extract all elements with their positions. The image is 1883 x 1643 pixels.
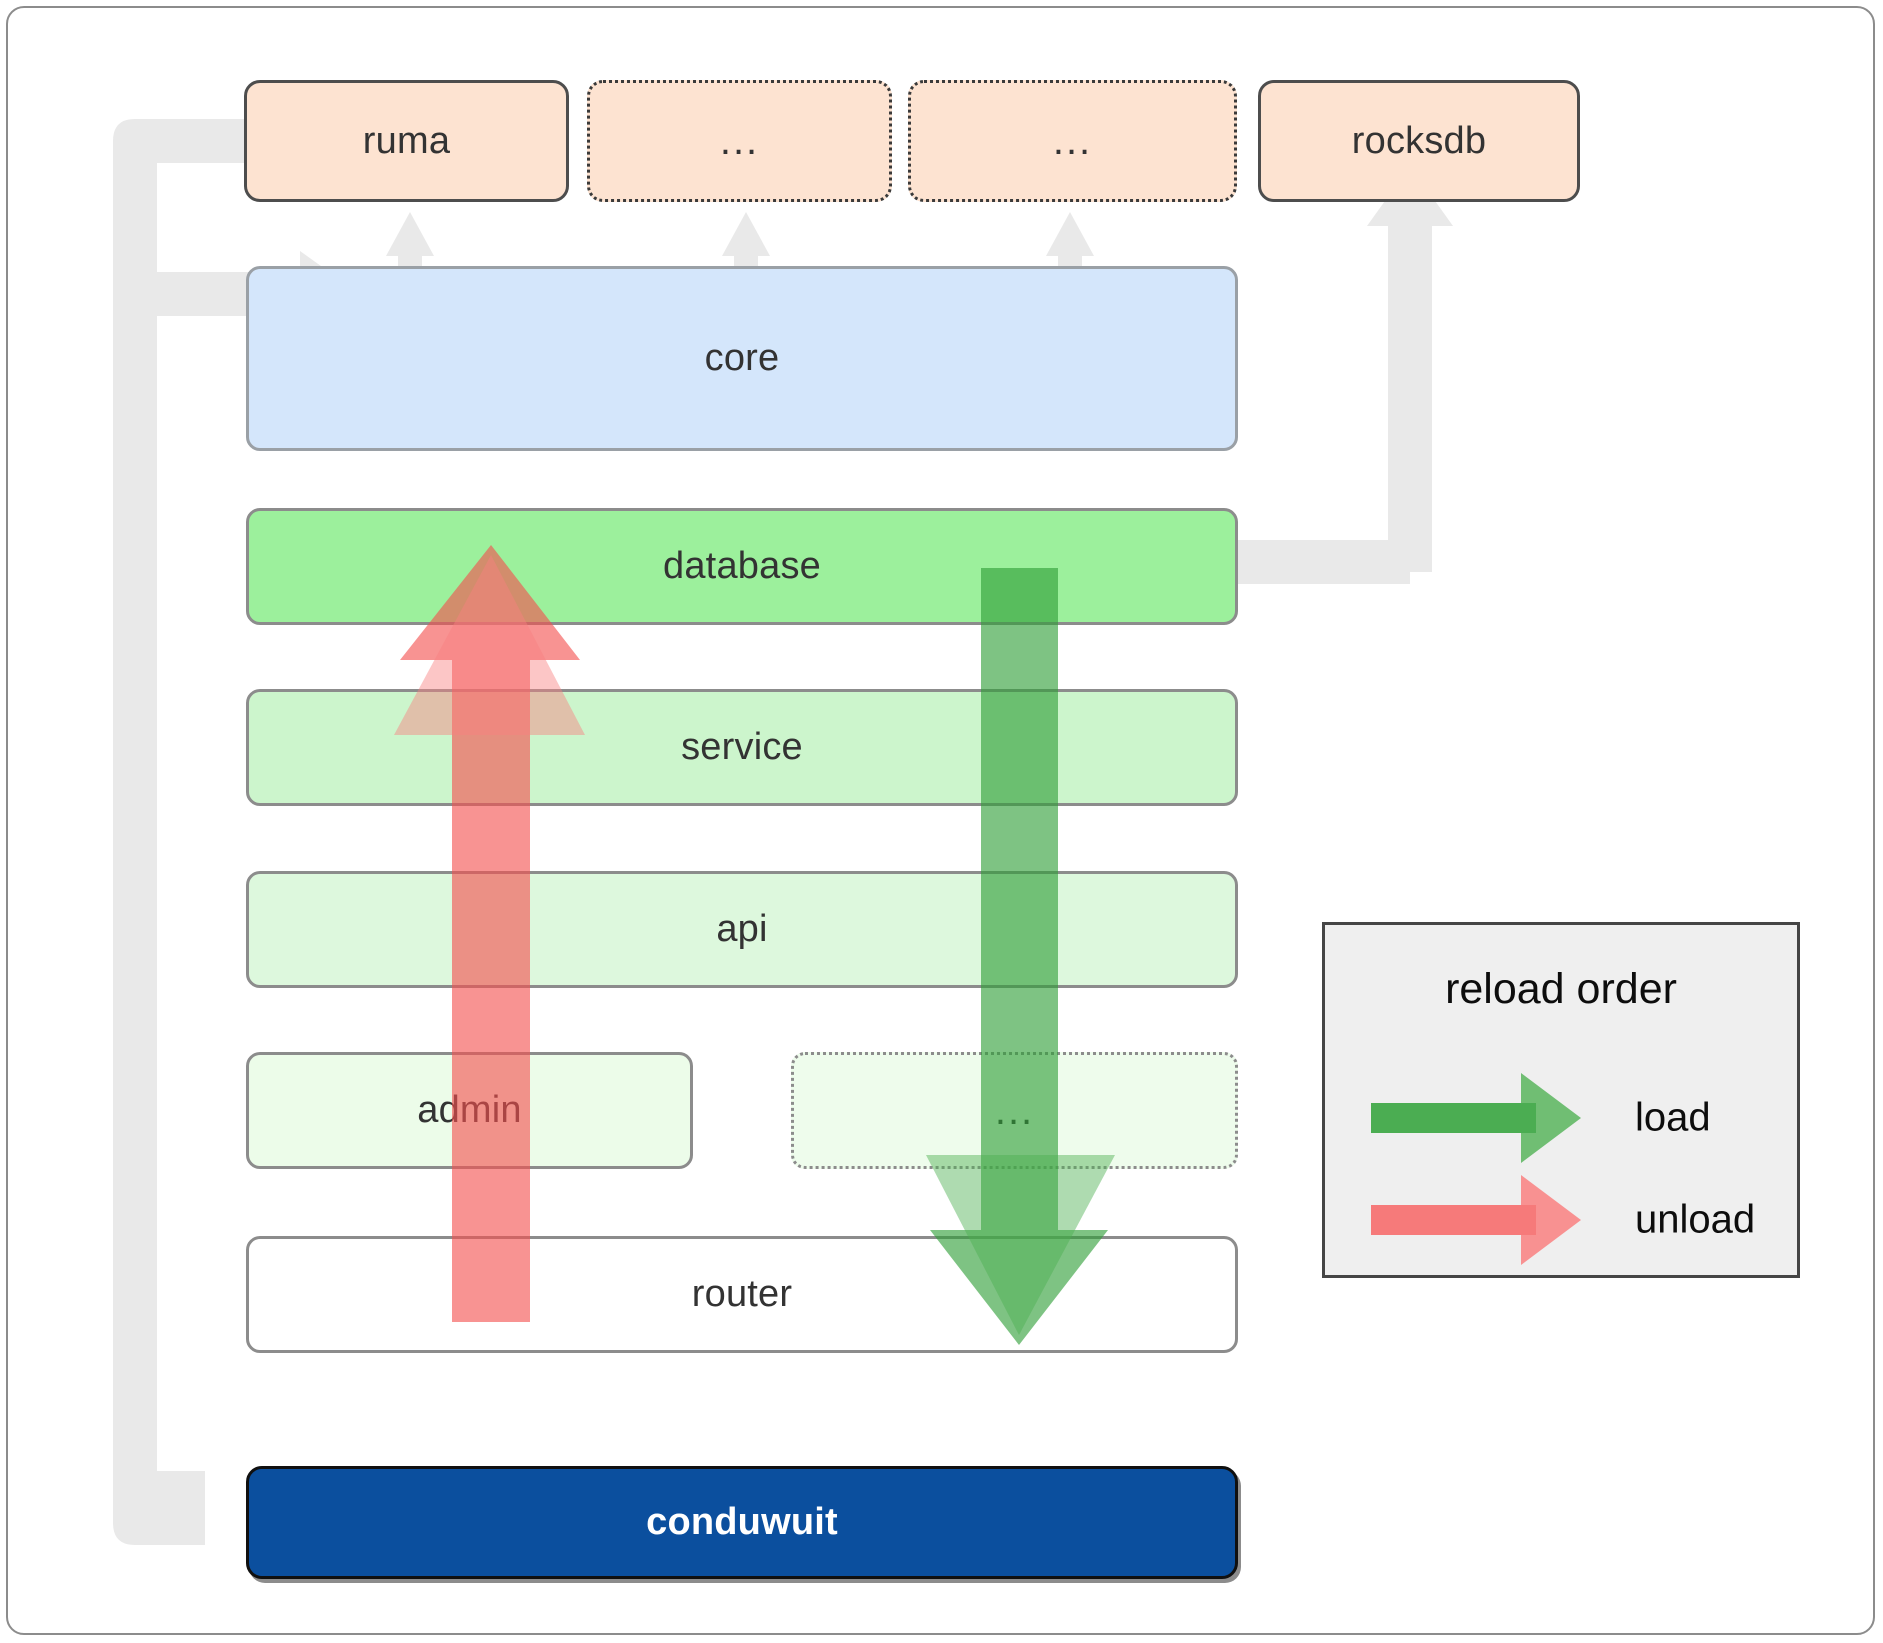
layer-box-admin[interactable]: admin — [246, 1052, 693, 1169]
layer-box-core[interactable]: core — [246, 266, 1238, 451]
layer-label: admin — [417, 1089, 522, 1131]
layer-label: core — [704, 337, 780, 379]
unload-arrow-icon — [1371, 1175, 1581, 1265]
dependency-box-more-2[interactable]: ... — [908, 80, 1237, 202]
diagram-frame — [6, 6, 1875, 1635]
layer-label: database — [663, 545, 821, 587]
layer-box-router[interactable]: router — [246, 1236, 1238, 1353]
legend-panel: reload order load unload — [1322, 922, 1800, 1278]
legend-title: reload order — [1445, 965, 1677, 1013]
binary-box-conduwuit[interactable]: conduwuit — [246, 1466, 1238, 1579]
legend-label: unload — [1635, 1197, 1756, 1242]
layer-label: router — [691, 1273, 793, 1315]
layer-box-database[interactable]: database — [246, 508, 1238, 625]
legend-label: load — [1635, 1095, 1711, 1140]
legend-item-unload: unload — [1325, 1175, 1797, 1265]
layer-label: service — [681, 726, 803, 768]
load-arrow-icon — [1371, 1073, 1581, 1163]
layer-box-service[interactable]: service — [246, 689, 1238, 806]
dependency-box-rocksdb[interactable]: rocksdb — [1258, 80, 1580, 202]
dependency-box-more-1[interactable]: ... — [587, 80, 892, 202]
legend-item-load: load — [1325, 1073, 1797, 1163]
layer-label: api — [716, 908, 768, 950]
layer-box-more[interactable]: ... — [791, 1052, 1238, 1169]
dependency-label: rocksdb — [1351, 119, 1487, 162]
dependency-label: ruma — [362, 119, 451, 162]
dependency-box-ruma[interactable]: ruma — [244, 80, 569, 202]
layer-box-api[interactable]: api — [246, 871, 1238, 988]
binary-label: conduwuit — [646, 1501, 838, 1543]
